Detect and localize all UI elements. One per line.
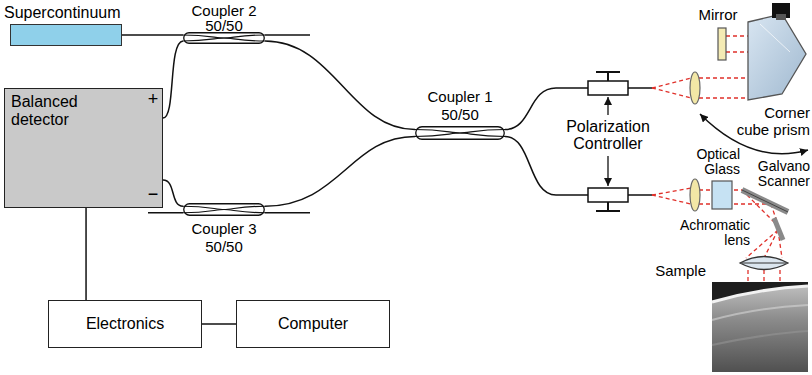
leader-arrow bbox=[607, 156, 608, 186]
beam-ray bbox=[726, 35, 750, 36]
polarization-controller bbox=[588, 188, 628, 202]
part-label: Mirror bbox=[690, 6, 746, 23]
signal-sign: − bbox=[146, 184, 160, 205]
fiber-connector bbox=[163, 180, 183, 206]
prism-facet bbox=[760, 24, 790, 52]
fiber-end bbox=[265, 212, 310, 214]
part-label: Galvano Scanner bbox=[748, 159, 810, 189]
coupler-shape bbox=[183, 203, 265, 216]
node-text: 50/50 bbox=[415, 106, 505, 123]
controller-knob bbox=[607, 202, 609, 211]
coupler-outline bbox=[184, 33, 265, 44]
beam-ray bbox=[699, 203, 771, 204]
coupler-outline bbox=[184, 204, 265, 216]
beam-ray bbox=[652, 78, 691, 88]
fiber-end bbox=[265, 34, 310, 36]
leader-arrow bbox=[607, 97, 608, 115]
fiber-coupler: Coupler 250/50 bbox=[183, 2, 265, 44]
optical-glass bbox=[712, 181, 732, 209]
coupler-outline bbox=[416, 127, 505, 140]
coupler-strand bbox=[183, 38, 265, 41]
fiber-connector bbox=[85, 208, 87, 300]
fiber-connector bbox=[163, 41, 183, 118]
fiber-coupler: Coupler 350/50 bbox=[183, 203, 265, 257]
fiber-connector bbox=[202, 323, 236, 325]
oct-surface bbox=[712, 286, 808, 302]
node-text: Coupler 2 bbox=[183, 2, 265, 19]
coupler-strand bbox=[415, 133, 505, 137]
part-label: Sample bbox=[650, 262, 706, 279]
node-text: 50/50 bbox=[183, 17, 265, 34]
source-box bbox=[10, 24, 122, 46]
detector-box: Balanced detector bbox=[4, 88, 163, 208]
node-text: Supercontinuum bbox=[4, 4, 121, 22]
galvo-mirror bbox=[742, 190, 788, 212]
node-text: Balanced detector bbox=[11, 93, 101, 129]
node-text: Electronics bbox=[86, 315, 164, 333]
corner-cube-prism bbox=[748, 14, 806, 100]
achromatic-lens bbox=[740, 257, 788, 270]
oct-layer bbox=[712, 305, 808, 320]
beam-ray bbox=[652, 88, 691, 98]
beam-ray bbox=[726, 51, 750, 52]
fiber-connector bbox=[265, 137, 415, 207]
coupler-shape bbox=[415, 126, 505, 140]
beam-ray bbox=[652, 195, 691, 204]
reference-mirror bbox=[718, 28, 726, 60]
polarization-controller bbox=[588, 81, 628, 95]
process-box: Computer bbox=[236, 300, 390, 348]
collimating-lens bbox=[690, 179, 700, 211]
part-label: Polarization Controller bbox=[550, 118, 666, 152]
coupler-shape bbox=[415, 126, 505, 140]
oct-layer bbox=[712, 331, 808, 345]
galvo-mirror bbox=[742, 190, 788, 212]
beam-ray bbox=[699, 97, 748, 98]
oct-image bbox=[712, 282, 808, 372]
fiber-end bbox=[148, 212, 183, 214]
coupler-strand bbox=[183, 210, 265, 213]
beam-ray bbox=[699, 77, 748, 78]
part-label: Achromatic lens bbox=[672, 218, 750, 248]
beam-ray bbox=[746, 230, 778, 258]
reference-beam bbox=[652, 36, 750, 98]
oct-image bbox=[712, 286, 808, 372]
collimating-lens bbox=[690, 72, 700, 104]
node-text: 50/50 bbox=[183, 238, 265, 255]
galvo-mirror bbox=[774, 218, 783, 240]
coupler-shape bbox=[183, 203, 265, 216]
beam-ray bbox=[652, 188, 691, 195]
fiber-coupler: Coupler 150/50 bbox=[415, 88, 505, 140]
controller-knob bbox=[607, 72, 609, 81]
signal-sign: + bbox=[146, 89, 160, 110]
achromatic-lens bbox=[742, 263, 786, 264]
fiber-connector bbox=[265, 41, 415, 130]
beam-ray bbox=[764, 230, 778, 258]
node-text: Computer bbox=[278, 315, 348, 333]
node-text: Coupler 1 bbox=[415, 88, 505, 105]
fiber-connector bbox=[122, 34, 183, 36]
part-label: Corner cube prism bbox=[732, 104, 810, 138]
prism-holder bbox=[776, 14, 786, 20]
light-source: Supercontinuum bbox=[4, 4, 130, 46]
process-box: Electronics bbox=[48, 300, 202, 348]
node-text: Coupler 3 bbox=[183, 220, 265, 237]
part-label: Optical Glass bbox=[680, 147, 740, 177]
